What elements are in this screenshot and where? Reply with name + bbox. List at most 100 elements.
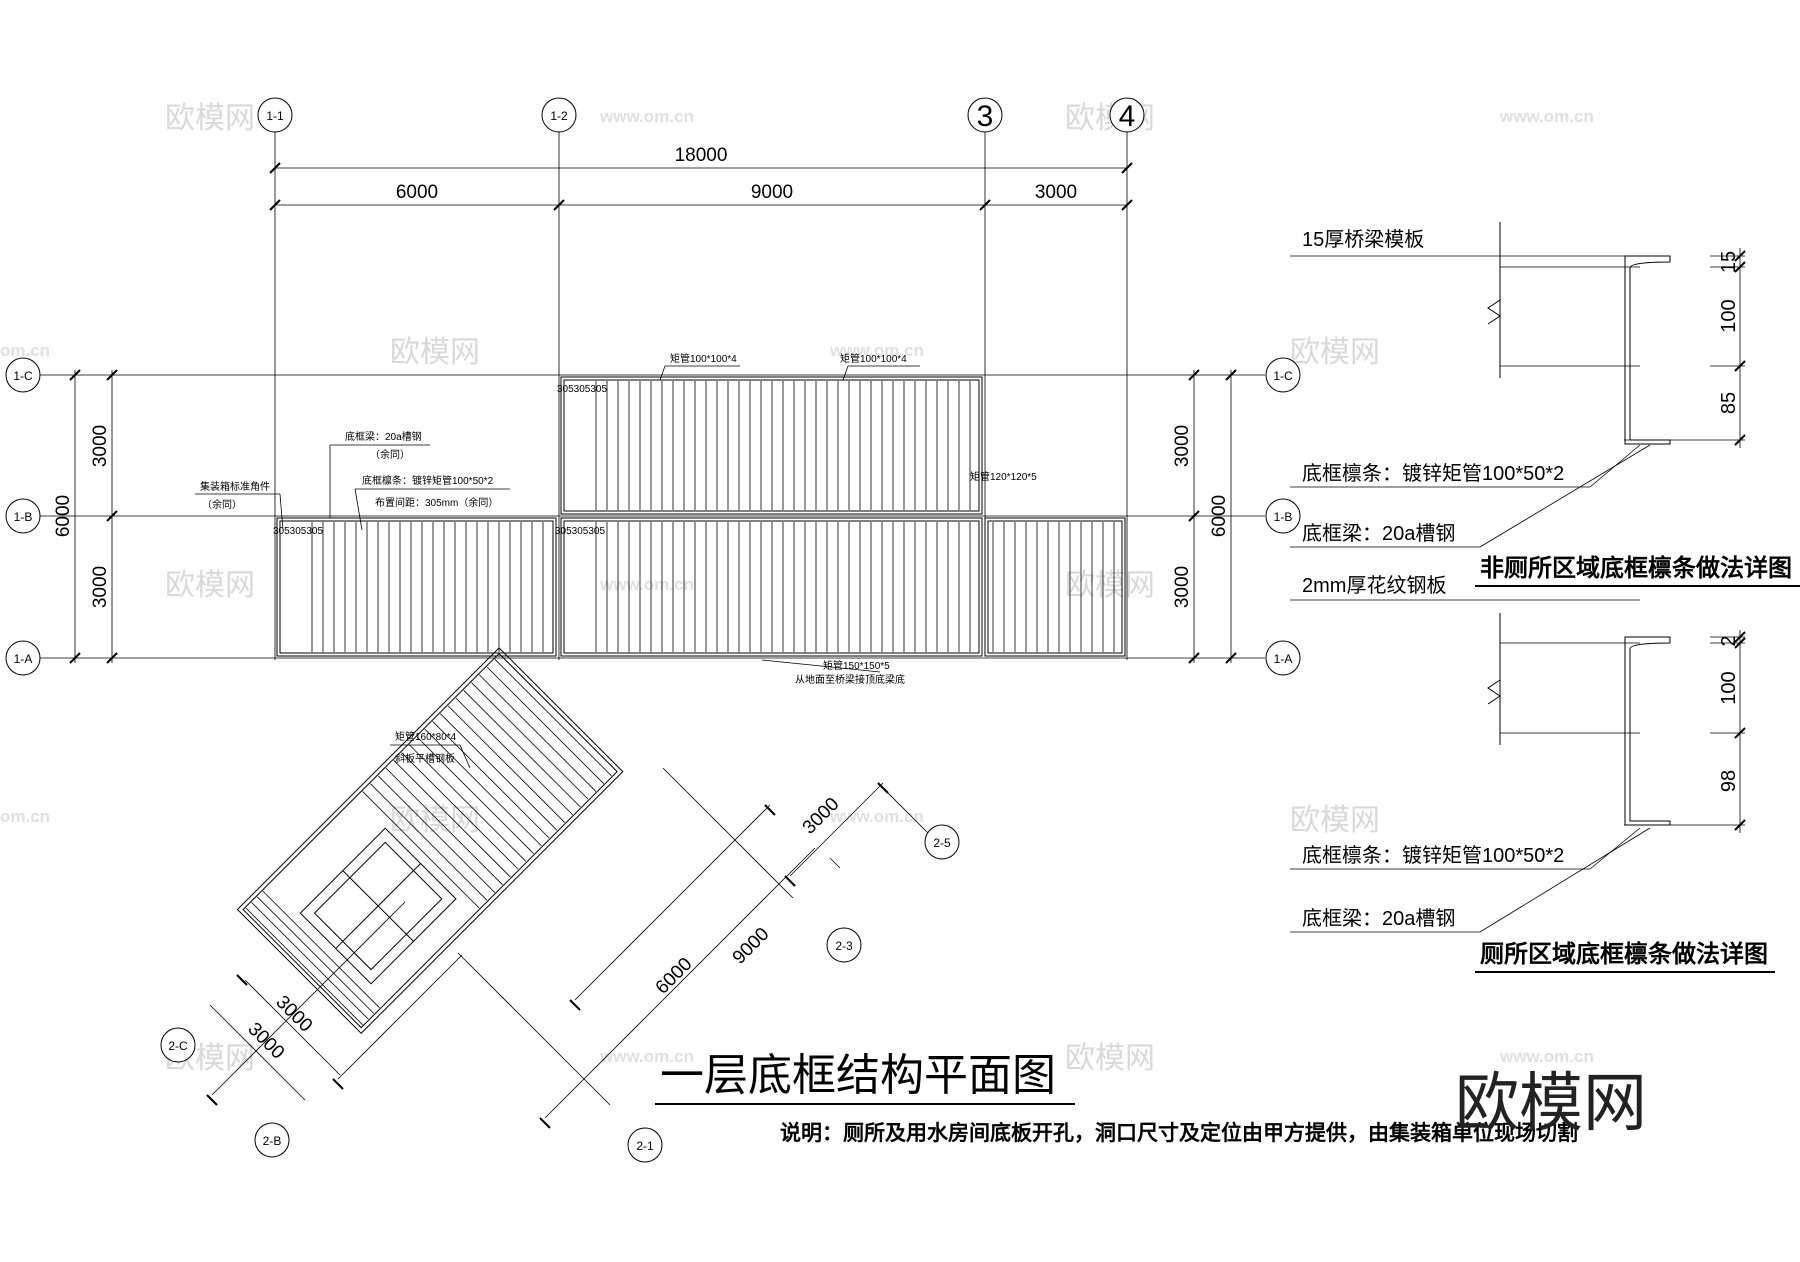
- axis-bubble-2-3: [826, 927, 862, 963]
- axis-bubble-2-C: [160, 1027, 196, 1063]
- dim-total: 18000: [675, 145, 728, 166]
- plan-annotations: 集装箱标准角件 （余同） 底框梁：20a槽钢 （余同） 底框檩条：镀锌矩管100…: [195, 352, 1037, 769]
- watermark-url: www.om.cn: [599, 1047, 694, 1066]
- container-upper: [560, 376, 983, 515]
- container-middle: [560, 517, 983, 657]
- purlin-line: [262, 890, 380, 1009]
- annotation-same-2: （余同）: [370, 448, 410, 461]
- purlin-lines: [311, 381, 1115, 652]
- axis-bubble-2-B: [254, 1122, 290, 1158]
- detail2-plate-label: 2mm厚花纹钢板: [1302, 574, 1446, 597]
- watermark-text: 欧模网: [390, 335, 480, 370]
- axis-bubble-1-2: [541, 97, 577, 133]
- purlin-line: [455, 697, 573, 816]
- annotation-corner: 集装箱标准角件: [200, 480, 270, 493]
- axis-bubble-1-A-right: [1265, 640, 1301, 676]
- watermark-url: om.cn: [0, 807, 50, 826]
- annotation-tube-2: 矩管100*100*4: [840, 352, 907, 365]
- annotation-spacing: 布置间距：305mm（余同）: [375, 496, 498, 509]
- watermark-url: www.om.cn: [599, 107, 694, 126]
- diag-purlin-lines: [245, 658, 612, 1026]
- axis-label-1-2: 1-2: [550, 109, 568, 123]
- horizontal-axes: 1-C 1-B 1-A 1-C 1-B 1-A: [5, 357, 1301, 676]
- purlin-line: [377, 775, 496, 893]
- purlin-line: [478, 674, 597, 792]
- top-dimensions: 18000 6000 9000 3000: [269, 145, 1133, 211]
- diagonal-dimensions: 3000 9000 6000 3000 3000 2-5 2-3 2-C 2-B…: [160, 767, 960, 1163]
- watermark-text: 欧模网: [165, 568, 255, 603]
- watermark-layer: 欧模网 www.om.cn 欧模网 www.om.cn 欧模网 www.om.c…: [0, 101, 1594, 1076]
- axis-label-2-1: 2-1: [636, 1139, 654, 1153]
- diag-container-frame: [236, 647, 624, 1034]
- dim-right-total: 6000: [1209, 495, 1230, 537]
- axis-label-1-A-left: 1-A: [14, 652, 33, 666]
- purlin-line: [408, 744, 527, 862]
- purlin-line: [370, 783, 488, 901]
- purlin-line: [463, 690, 581, 808]
- container-right: [984, 517, 1126, 657]
- purlin-line: [393, 760, 511, 878]
- watermark-url: om.cn: [0, 341, 50, 360]
- purlin-line: [432, 721, 550, 839]
- detail1-dim-100: 100: [1718, 299, 1740, 332]
- purlin-line: [362, 791, 480, 909]
- axis-bubble-1-B-right: [1265, 498, 1301, 534]
- channel-section-2: [1624, 636, 1671, 826]
- diagonal-container: [236, 647, 624, 1034]
- detail2-beam-label: 底框梁：20a槽钢: [1302, 907, 1455, 930]
- diag-dim-9000: 9000: [729, 924, 774, 969]
- detail2-dim-2: 2: [1718, 635, 1740, 646]
- annotation-same-1: （余同）: [202, 498, 242, 511]
- purlin-line: [245, 907, 363, 1026]
- watermark-url: www.om.cn: [599, 575, 694, 594]
- annotation-purlin: 底框檩条：镀锌矩管100*50*2: [362, 474, 494, 487]
- annotation-tube-3: 矩管120*120*5: [970, 470, 1037, 483]
- dim-left-lower: 3000: [90, 566, 111, 608]
- detail2-purlin-label: 底框檩条：镀锌矩管100*50*2: [1302, 844, 1564, 867]
- annotation-tube-4: 矩管150*150*5: [823, 659, 890, 672]
- detail-non-toilet: 15 100 85 15厚桥梁模板 底框檩条：镀锌矩管100*50*2 底框梁：…: [1290, 222, 1800, 587]
- purlin-line: [424, 728, 542, 847]
- watermark-logo: 欧模网: [1455, 1067, 1647, 1141]
- axis-bubble-2-1: [627, 1127, 663, 1163]
- detail2-dim-98: 98: [1718, 770, 1740, 792]
- spacing-label-upper: 305305305: [557, 384, 607, 395]
- dim-6000: 6000: [396, 182, 438, 203]
- container-left-inner: [279, 520, 554, 654]
- detail2-dim-100: 100: [1718, 671, 1740, 704]
- diag-container-inner: [242, 652, 618, 1029]
- watermark-text: 欧模网: [1065, 1041, 1155, 1076]
- watermark-text: 欧模网: [1065, 568, 1155, 603]
- side-dimensions: 3000 3000 6000 3000 3000 6000: [53, 369, 1237, 664]
- dim-left-total: 6000: [53, 495, 74, 537]
- axis-label-1-B-left: 1-B: [14, 510, 33, 524]
- purlin-line: [401, 752, 519, 870]
- purlin-line: [416, 736, 534, 854]
- watermark-text: 欧模网: [165, 101, 255, 136]
- detail1-beam-label: 底框梁：20a槽钢: [1302, 522, 1455, 545]
- annotation-tube-5b: 斜板平槽钢板: [395, 752, 455, 765]
- detail1-plate-label: 15厚桥梁模板: [1302, 228, 1424, 251]
- axis-bubble-1-C-left: [5, 357, 41, 393]
- axis-label-1-B-right: 1-B: [1274, 510, 1293, 524]
- axis-label-1-C-left: 1-C: [13, 369, 33, 383]
- main-title: 一层底框结构平面图: [660, 1050, 1056, 1101]
- purlin-line: [256, 896, 375, 1014]
- diag-dim-6000: 6000: [652, 954, 697, 999]
- annotation-tube-5: 矩管160*80*4: [395, 730, 457, 743]
- axis-bubble-1-1: [257, 97, 293, 133]
- channel-section-1: [1624, 255, 1671, 445]
- purlin-line: [385, 767, 503, 886]
- dim-3000: 3000: [1035, 182, 1077, 203]
- axis-bubble-2-5: [924, 824, 960, 860]
- detail1-dim-15: 15: [1718, 251, 1740, 273]
- watermark-text: 欧模网: [1290, 335, 1380, 370]
- container-right-inner: [987, 520, 1123, 654]
- purlin-line: [486, 666, 604, 784]
- purlin-line: [251, 902, 369, 1020]
- axis-label-1-C-right: 1-C: [1273, 369, 1293, 383]
- purlin-line: [440, 713, 558, 831]
- annotation-tube-4b: 从地面至桥梁接顶底梁底: [795, 673, 905, 686]
- spacing-label-mid: 305305305: [555, 526, 605, 537]
